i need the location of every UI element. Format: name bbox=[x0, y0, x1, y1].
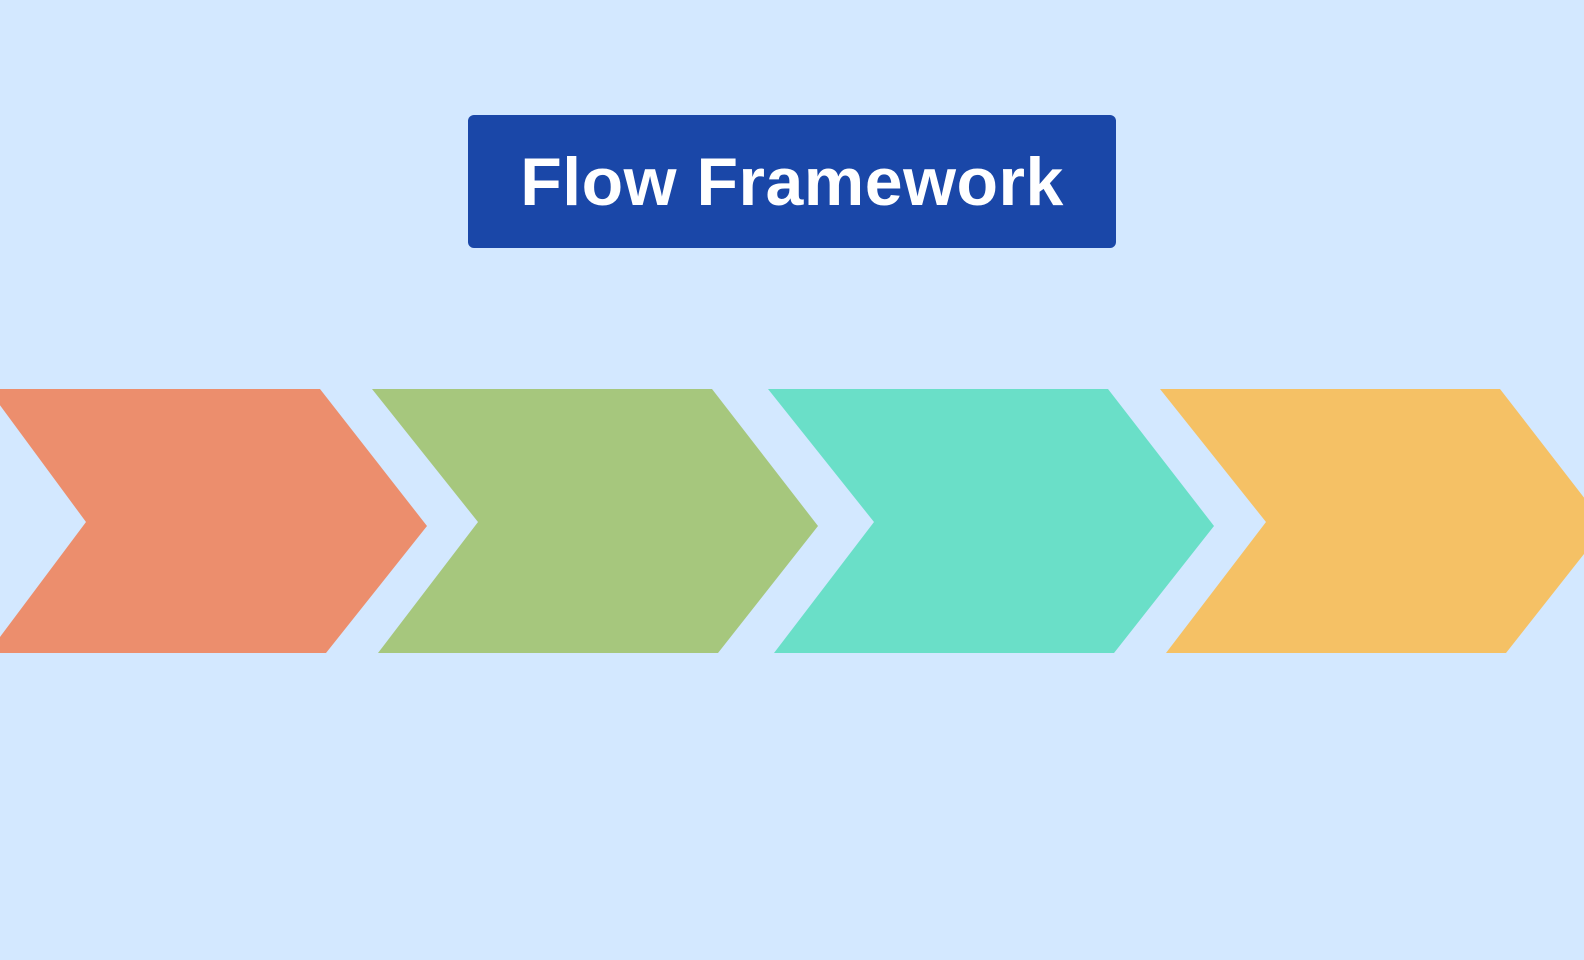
flow-step-3-chevron bbox=[768, 389, 1214, 653]
flow-step-2-chevron bbox=[372, 389, 818, 653]
title-banner: Flow Framework bbox=[468, 115, 1116, 248]
flow-step-1-chevron bbox=[0, 389, 427, 653]
page-title: Flow Framework bbox=[520, 143, 1064, 220]
flow-step-4-chevron bbox=[1160, 389, 1584, 653]
